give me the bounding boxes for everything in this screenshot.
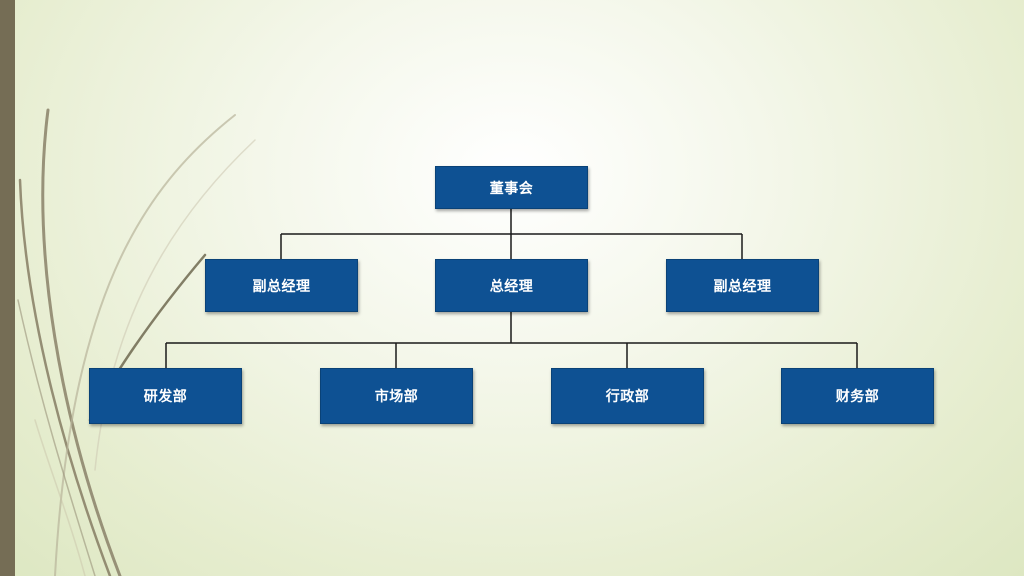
node-label: 副总经理 <box>713 278 772 295</box>
node-deputy-general-manager-left: 副总经理 <box>205 259 358 312</box>
node-label: 董事会 <box>489 180 534 197</box>
node-deputy-general-manager-right: 副总经理 <box>666 259 819 312</box>
node-board-of-directors: 董事会 <box>435 166 588 209</box>
node-label: 研发部 <box>143 389 188 405</box>
node-rd-department: 研发部 <box>89 368 242 424</box>
node-label: 财务部 <box>835 389 880 405</box>
node-finance-department: 财务部 <box>781 368 934 424</box>
node-marketing-department: 市场部 <box>320 368 473 424</box>
node-label: 行政部 <box>605 389 650 405</box>
node-administration-department: 行政部 <box>551 368 704 424</box>
node-label: 总经理 <box>489 278 534 295</box>
node-label: 市场部 <box>374 389 419 405</box>
node-label: 副总经理 <box>252 278 311 295</box>
node-general-manager: 总经理 <box>435 259 588 312</box>
left-accent-bar <box>0 0 15 576</box>
